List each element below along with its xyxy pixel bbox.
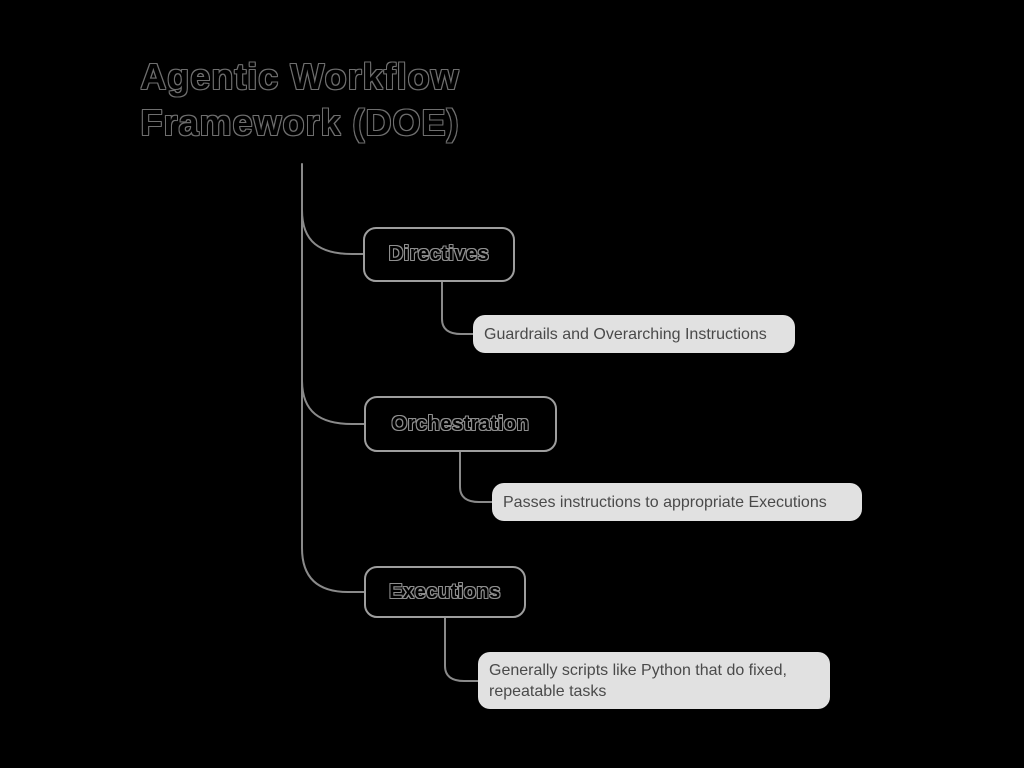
mindmap-title-line1: Agentic Workflow	[140, 56, 460, 97]
connector-branch-directives	[301, 209, 364, 255]
child-node-directives-description[interactable]: Guardrails and Overarching Instructions	[473, 315, 795, 353]
mindmap-title[interactable]: Agentic Workflow Framework (DOE)	[103, 54, 497, 146]
child-text-executions: Generally scripts like Python that do fi…	[489, 661, 787, 700]
topic-node-executions[interactable]: Executions	[364, 566, 526, 618]
mindmap-title-line2: Framework (DOE)	[140, 102, 460, 143]
topic-label-directives: Directives	[388, 243, 490, 265]
connector-executions-child	[444, 617, 479, 682]
child-node-executions-description[interactable]: Generally scripts like Python that do fi…	[478, 652, 830, 709]
topic-label-orchestration: Orchestration	[391, 412, 530, 435]
topic-node-orchestration[interactable]: Orchestration	[364, 396, 557, 452]
connector-branch-orchestration	[301, 379, 365, 425]
connector-orchestration-child	[459, 451, 493, 503]
child-node-orchestration-description[interactable]: Passes instructions to appropriate Execu…	[492, 483, 862, 521]
child-text-orchestration: Passes instructions to appropriate Execu…	[503, 493, 827, 511]
topic-label-executions: Executions	[389, 580, 501, 603]
connector-trunk	[301, 163, 365, 593]
child-text-directives: Guardrails and Overarching Instructions	[484, 325, 767, 343]
topic-node-directives[interactable]: Directives	[363, 227, 515, 282]
connector-directives-child	[441, 281, 474, 335]
